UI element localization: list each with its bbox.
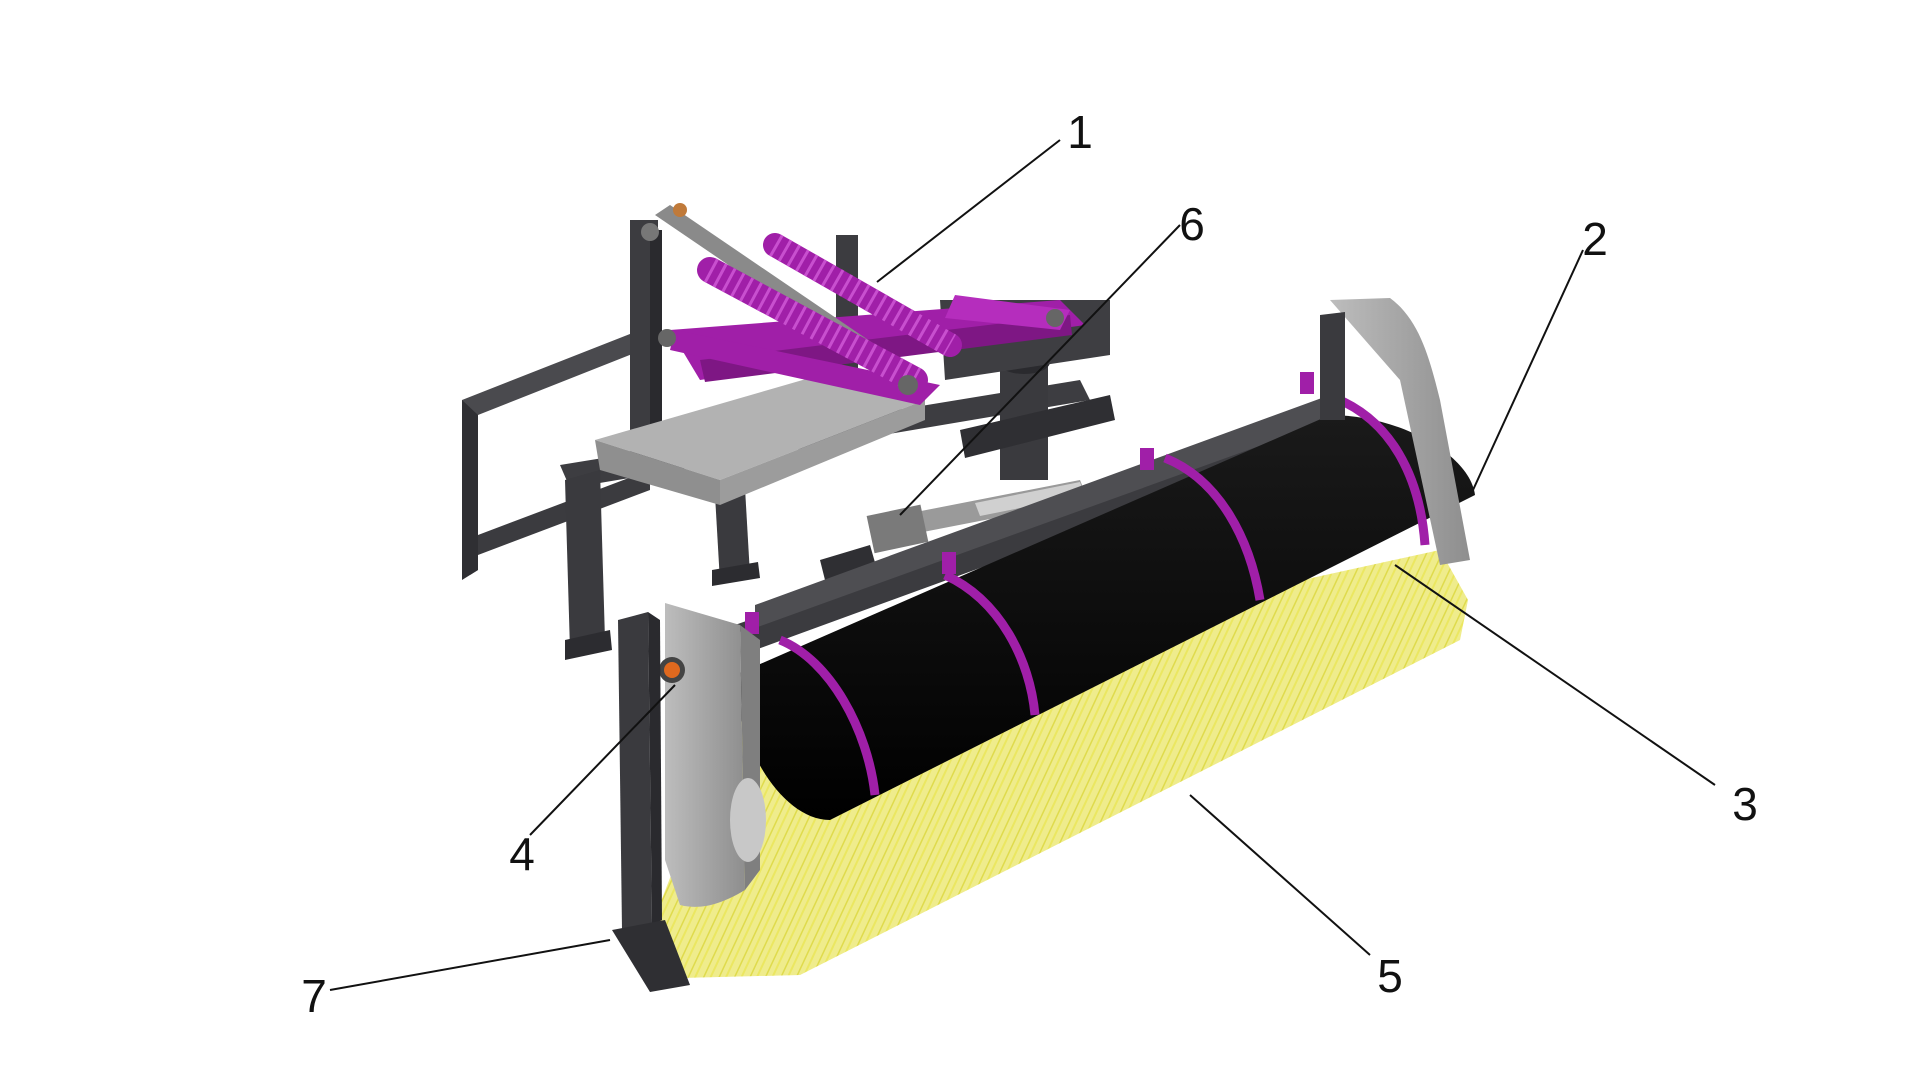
leader-6 <box>899 224 1181 516</box>
leg-mid <box>715 488 750 582</box>
brush-bristles <box>650 550 1468 978</box>
callout-7: 7 <box>301 970 327 1022</box>
side-housing-left <box>659 603 766 907</box>
callout-5: 5 <box>1377 950 1403 1002</box>
marker-lamp <box>659 657 685 683</box>
tray <box>595 375 925 480</box>
hood-ribs <box>778 393 1430 796</box>
frame-loop <box>462 330 655 575</box>
callout-3: 3 <box>1732 778 1758 830</box>
callout-labels: 1 2 3 4 5 6 7 <box>301 106 1758 1022</box>
leader-3 <box>1394 564 1716 786</box>
brush-hood <box>735 372 1475 820</box>
hydraulic-cylinder <box>820 480 1088 600</box>
callout-6: 6 <box>1179 198 1205 250</box>
spring-right <box>763 233 962 357</box>
support-stand <box>612 612 690 992</box>
leader-1 <box>876 139 1061 283</box>
side-housing-right <box>1320 298 1470 565</box>
callout-1: 1 <box>1067 106 1093 158</box>
spring-left <box>697 257 928 393</box>
hood-clips <box>745 372 1314 634</box>
leader-5 <box>1189 794 1371 956</box>
leg-left <box>565 470 605 650</box>
leader-7 <box>329 939 611 991</box>
leader-4 <box>529 684 676 836</box>
leader-lines <box>329 139 1716 991</box>
callout-4: 4 <box>509 828 535 880</box>
leader-2 <box>1472 249 1584 491</box>
callout-2: 2 <box>1582 213 1608 265</box>
lifting-linkage <box>641 203 1085 405</box>
